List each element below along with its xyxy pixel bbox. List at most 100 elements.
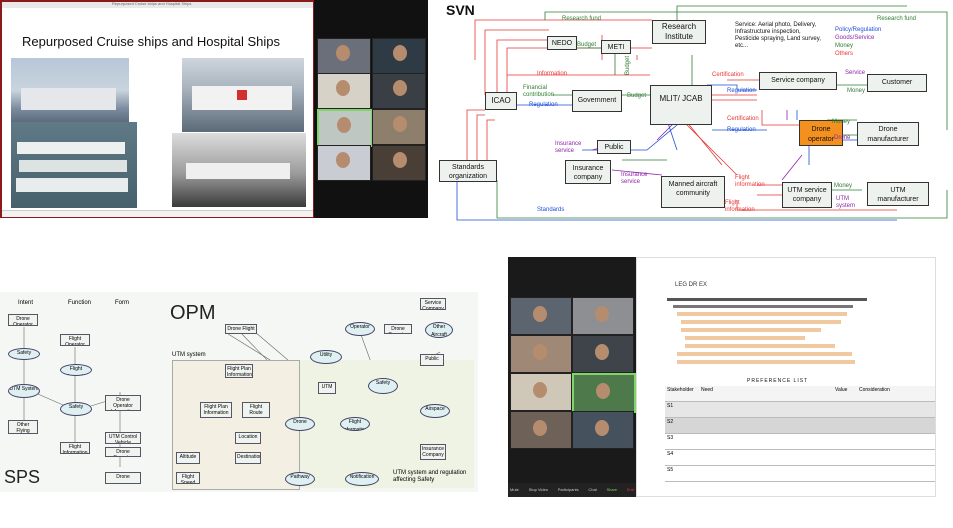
- sps-node: Flight Operator: [60, 334, 90, 346]
- video-tile[interactable]: [372, 73, 426, 109]
- col-function: Function: [68, 300, 92, 306]
- historic-hospital-ship-photo: [172, 133, 306, 207]
- stop-video-button[interactable]: Stop Video: [528, 487, 549, 492]
- edge-regulation: Regulation: [727, 127, 756, 133]
- edge-standards: Standards: [537, 207, 565, 213]
- sps-node: Safety: [8, 348, 40, 360]
- opm-node: Flight Route: [242, 402, 270, 418]
- video-tile[interactable]: [510, 335, 572, 373]
- opm-node: Flight Information: [340, 417, 370, 431]
- sps-node: UTM System: [8, 384, 40, 398]
- zoom-toolbar: Mute Stop Video Participants Chat Share …: [508, 483, 636, 497]
- row-id: S1: [665, 401, 699, 418]
- edge-regulation: Regulation: [529, 102, 558, 108]
- edge-flight-information: Flight information: [735, 175, 765, 188]
- video-tile[interactable]: [317, 38, 371, 74]
- table-row: S5: [665, 465, 935, 482]
- edge-information: Information: [537, 71, 568, 77]
- node-manned-aircraft-community: Manned aircraft community: [661, 176, 725, 208]
- node-research-institute: Research Institute: [652, 20, 706, 44]
- q1-slide-title: Repurposed Cruise ships and Hospital Shi…: [22, 34, 280, 49]
- row-id: S3: [665, 433, 699, 450]
- q1-window-title: Repurposed Cruise ships and Hospital Shi…: [112, 1, 192, 6]
- sps-node: Other Flying Objects: [8, 420, 38, 434]
- doc-text-block: [667, 294, 887, 368]
- legend-goods: Goods/Service: [835, 35, 875, 41]
- row-id: S5: [665, 465, 699, 482]
- edge-drone: Drone: [834, 135, 851, 141]
- sps-node: Safety: [60, 402, 92, 416]
- opm-node: Airspace: [420, 404, 450, 418]
- video-tile[interactable]: [572, 335, 634, 373]
- edge-money: Money: [847, 88, 866, 94]
- utm-regulation-caption: UTM system and regulation affecting Safe…: [393, 470, 467, 483]
- node-drone-operator: Drone operator: [799, 120, 843, 146]
- node-meti: METI: [601, 40, 631, 54]
- video-tile[interactable]: [372, 109, 426, 145]
- video-tile-active[interactable]: [317, 109, 373, 147]
- sps-node: Drone Operator Information: [105, 395, 141, 411]
- node-drone-manufacturer: Drone manufacturer: [857, 122, 919, 146]
- svn-legend: Policy/Regulation Goods/Service Money Ot…: [835, 26, 881, 58]
- table-row: S3: [665, 433, 935, 450]
- edge-insurance-service: Insurance service: [555, 141, 582, 154]
- participants-button[interactable]: Participants: [557, 487, 579, 492]
- opm-node: Location: [235, 432, 261, 444]
- opm-node: Other Aircraft: [425, 322, 453, 338]
- node-public: Public: [597, 140, 631, 154]
- video-tile[interactable]: [372, 38, 426, 74]
- sps-node: UTM Control Vehicle: [105, 432, 141, 444]
- sps-node: Drone: [105, 472, 141, 484]
- utm-system-label: UTM system: [172, 352, 206, 358]
- opm-node: Drone Flight: [225, 324, 257, 334]
- node-government: Government: [572, 90, 622, 112]
- opm-node: Safety: [368, 378, 398, 394]
- video-tile[interactable]: [572, 297, 634, 335]
- service-description: Service: Aerial photo, Delivery, Infrast…: [735, 22, 821, 49]
- node-standards-organization: Standards organization: [439, 160, 497, 182]
- video-tile[interactable]: [510, 297, 572, 335]
- video-tile[interactable]: [317, 145, 371, 181]
- edge-insurance-service: Insurance service: [621, 172, 648, 185]
- node-utm-manufacturer: UTM manufacturer: [867, 182, 929, 206]
- opm-node: Destination: [235, 452, 261, 464]
- q1-slide-toolbar: [2, 210, 313, 217]
- share-button[interactable]: Share: [606, 487, 618, 492]
- preference-table: Stakeholder Need Value Consideration S1 …: [665, 386, 935, 482]
- opm-node: Notification: [345, 472, 379, 486]
- node-utm-service-company: UTM service company: [782, 182, 832, 208]
- video-tile[interactable]: [572, 411, 634, 449]
- col-intent: Intent: [18, 300, 34, 306]
- mute-button[interactable]: Mute: [510, 487, 519, 492]
- legend-policy: Policy/Regulation: [835, 27, 882, 33]
- video-tile[interactable]: [372, 145, 426, 181]
- edge-flight-information: Flight information: [725, 200, 755, 213]
- video-tile[interactable]: [510, 373, 572, 411]
- video-tile[interactable]: [317, 73, 371, 109]
- opm-node: Pathway: [285, 472, 315, 486]
- table-header: Stakeholder: [665, 386, 699, 402]
- video-tile[interactable]: [510, 411, 572, 449]
- opm-node: Drone: [285, 417, 315, 431]
- opm-node: Public: [420, 354, 444, 366]
- node-mlit-jcab: MLIT/ JCAB: [650, 85, 712, 125]
- edge-research-fund: Research fund: [877, 16, 917, 22]
- chat-button[interactable]: Chat: [588, 487, 597, 492]
- opm-node: Insurance Company: [420, 444, 446, 460]
- sps-node: Drone Operator: [105, 447, 141, 457]
- edge-research-fund: Research fund: [562, 16, 602, 22]
- edge-financial-contribution: Financial contribution: [523, 85, 555, 98]
- edge-money: Money: [832, 119, 851, 125]
- edge-money: Money: [834, 183, 853, 189]
- video-tile-active[interactable]: [572, 373, 636, 413]
- svn-title: SVN: [446, 2, 475, 18]
- end-button[interactable]: End: [626, 487, 634, 492]
- q1-titlebar: Repurposed Cruise ships and Hospital Shi…: [2, 1, 313, 8]
- node-customer: Customer: [867, 74, 927, 92]
- opm-title: OPM: [170, 302, 216, 324]
- opm-node: Drone Operator: [384, 324, 412, 334]
- cruise-fleet-photo: [11, 122, 137, 208]
- sps-node: Flight Information: [60, 364, 92, 376]
- sps-title: SPS: [4, 467, 41, 487]
- table-row: S4: [665, 449, 935, 466]
